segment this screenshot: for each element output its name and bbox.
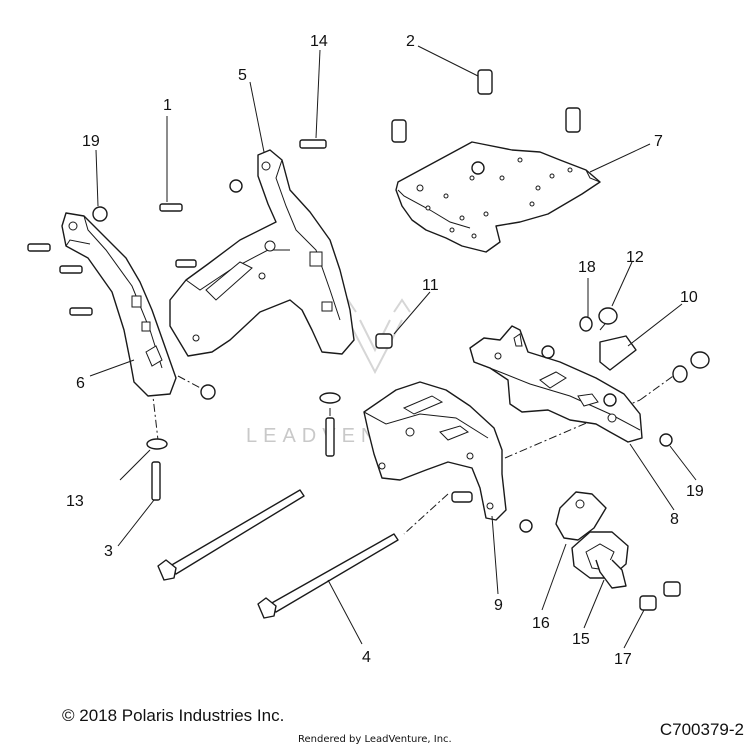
callouts: 1 2 3 4 5 6 7 8 9 10 11 12 13 14 15 16 1… bbox=[66, 33, 704, 668]
leader-lines bbox=[89, 45, 697, 649]
callout-13: 13 bbox=[66, 493, 84, 510]
part-8-right-bracket bbox=[469, 325, 643, 443]
rendered-by-credit: Rendered by LeadVenture, Inc. bbox=[298, 734, 452, 745]
part-5-center-left-bracket bbox=[169, 149, 355, 357]
callout-2: 2 bbox=[406, 33, 415, 50]
part-9-center-bracket bbox=[363, 381, 507, 521]
callout-9: 9 bbox=[494, 597, 503, 614]
callout-19-left: 19 bbox=[82, 133, 100, 150]
callout-16: 16 bbox=[532, 615, 550, 632]
callout-17: 17 bbox=[614, 651, 632, 668]
callout-3: 3 bbox=[104, 543, 113, 560]
part-15-tie-down bbox=[571, 531, 629, 589]
fasteners bbox=[27, 69, 710, 611]
callout-1: 1 bbox=[163, 97, 172, 114]
callout-15: 15 bbox=[572, 631, 590, 648]
plate-holes bbox=[416, 157, 573, 239]
callout-14: 14 bbox=[310, 33, 328, 50]
callout-18: 18 bbox=[578, 259, 596, 276]
part-4-long-bolts bbox=[157, 489, 399, 619]
part-7-top-plate bbox=[395, 141, 601, 253]
part-16-plate bbox=[555, 491, 607, 541]
callout-6: 6 bbox=[76, 375, 85, 392]
callout-4: 4 bbox=[362, 649, 371, 666]
callout-10: 10 bbox=[680, 289, 698, 306]
diagram-code: C700379-2 bbox=[659, 720, 744, 739]
callout-11: 11 bbox=[422, 277, 439, 294]
copyright-notice: © 2018 Polaris Industries Inc. bbox=[62, 706, 285, 725]
callout-19-right: 19 bbox=[686, 483, 704, 500]
part-6-left-bracket bbox=[61, 212, 177, 397]
callout-5: 5 bbox=[238, 67, 247, 84]
callout-7: 7 bbox=[654, 133, 663, 150]
callout-8: 8 bbox=[670, 511, 679, 528]
callout-12: 12 bbox=[626, 249, 644, 266]
